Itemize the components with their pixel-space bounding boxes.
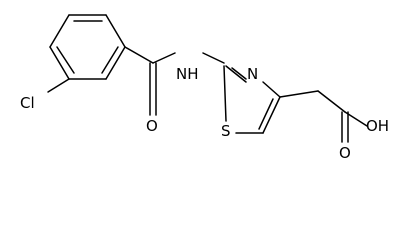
atom-hydroxyl: OH xyxy=(366,117,389,135)
bond-benzene-3 xyxy=(105,46,126,80)
bond-benzene-3-inner xyxy=(101,46,119,74)
atom-ring-nitrogen: N xyxy=(247,65,258,83)
bond-ring-carbonyl xyxy=(124,46,154,64)
bond-benzene-6 xyxy=(49,14,70,48)
bond-benzene-2 xyxy=(105,14,126,48)
bond-ch2-cooh xyxy=(317,90,346,113)
atom-cl: Cl xyxy=(20,94,35,112)
bond-c4-c5-1 xyxy=(262,96,281,134)
bond-benzene-5-inner xyxy=(56,46,75,74)
bond-c-nh xyxy=(152,52,176,64)
atom-acid-oxygen: O xyxy=(339,144,351,162)
bond-c2-n3-2 xyxy=(231,67,247,80)
bond-c-cl xyxy=(47,78,70,93)
bonds xyxy=(47,14,368,143)
atom-carbonyl-oxygen: O xyxy=(146,117,158,135)
bond-benzene-5 xyxy=(49,46,70,80)
atom-ring-sulfur: S xyxy=(221,122,231,140)
bond-c4-ch2 xyxy=(279,90,319,98)
bond-s-c2 xyxy=(223,65,227,122)
bond-c-oh xyxy=(344,111,368,127)
atom-nh: NH xyxy=(176,65,199,83)
bond-c4-c5-2 xyxy=(258,98,274,130)
molecule-structure: Cl NH O N S O OH xyxy=(20,14,389,162)
bond-n3-c4 xyxy=(262,81,281,98)
bond-nh-c2 xyxy=(202,52,225,64)
bond-c2-n3-1 xyxy=(225,65,247,83)
